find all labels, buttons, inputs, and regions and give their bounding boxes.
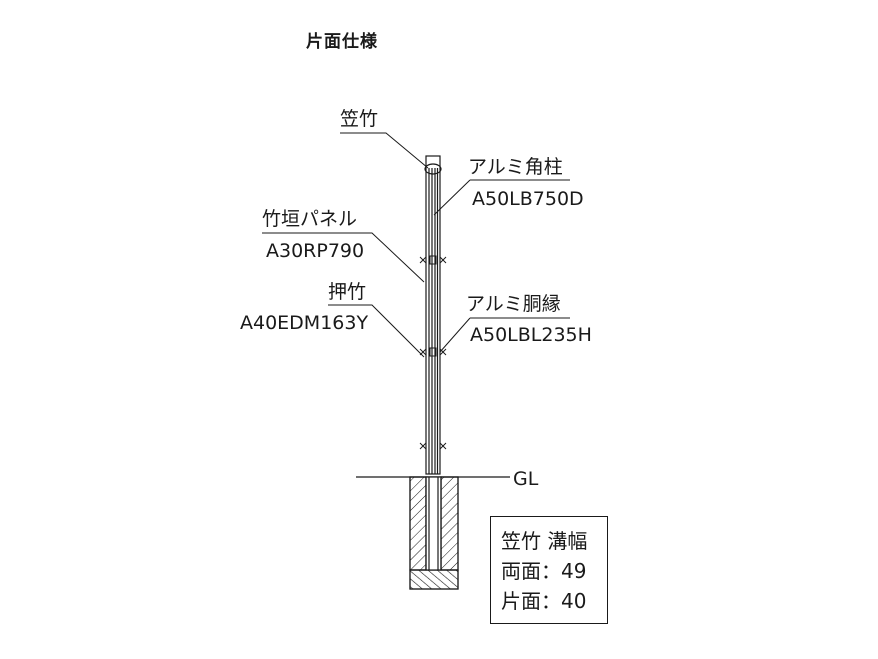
oshidake-name-label: 押竹 [328, 281, 367, 303]
connector-marks [419, 255, 447, 450]
groove-width-box: 笠竹 溝幅 両面：49 片面：40 [490, 516, 608, 624]
rail-name-label: アルミ胴縁 [466, 293, 561, 315]
post-body [425, 155, 441, 475]
rail-code-label: A50LBL235H [470, 324, 592, 346]
page-title: 片面仕様 [306, 32, 378, 52]
kasadake-label: 笠竹 [340, 108, 379, 130]
foundation [409, 476, 459, 590]
post-code-label: A50LB750D [472, 188, 584, 210]
ground-label: GL [513, 468, 539, 490]
kasadake-cap [424, 163, 442, 175]
post-name-label: アルミ角柱 [468, 156, 563, 178]
groove-heading: 笠竹 溝幅 [501, 529, 588, 553]
panel-code-label: A30RP790 [266, 240, 365, 262]
panel-name-label: 竹垣パネル [262, 208, 358, 230]
oshidake-code-label: A40EDM163Y [240, 312, 369, 334]
groove-one-side: 片面：40 [501, 589, 587, 613]
groove-both-sides: 両面：49 [501, 559, 587, 583]
leader-lines [262, 132, 570, 358]
